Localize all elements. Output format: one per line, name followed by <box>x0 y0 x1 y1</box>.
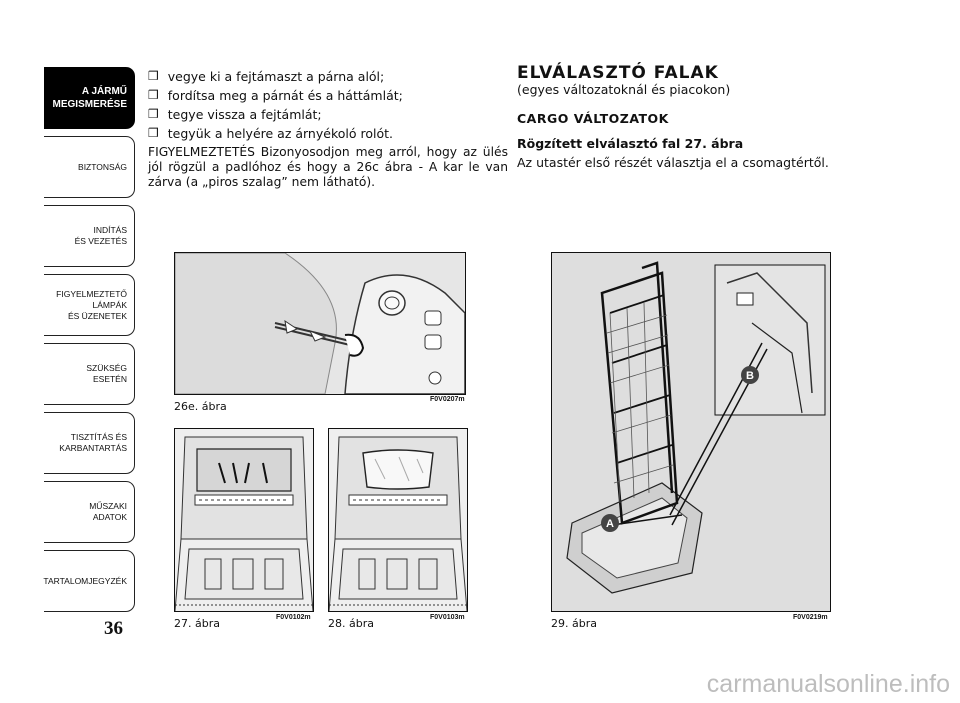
tab-maintenance[interactable]: TISZTÍTÁS ÉS KARBANTARTÁS <box>44 412 135 474</box>
callout-b-label: B <box>746 370 754 382</box>
checkbox-bullet-icon: ❒ <box>148 126 159 140</box>
tab-warning-lights[interactable]: FIGYELMEZTETŐ LÁMPÁK ÉS ÜZENETEK <box>44 274 135 336</box>
checkbox-bullet-icon: ❒ <box>148 88 159 102</box>
partition-mount-illustration: B A <box>552 253 830 611</box>
tab-vehicle-overview[interactable]: A JÁRMŰ MEGISMERÉSE <box>44 67 135 129</box>
figure-26e-caption: 26e. ábra <box>174 400 227 413</box>
figure-27-cargo-partition <box>174 428 314 612</box>
subheading: CARGO VÁLTOZATOK <box>517 111 669 126</box>
tab-index[interactable]: TARTALOMJEGYZÉK <box>43 550 135 612</box>
page-number: 36 <box>104 618 123 639</box>
callout-a-label: A <box>606 518 614 530</box>
figure-28-cargo-partition-window <box>328 428 468 612</box>
tab-technical-data[interactable]: MŰSZAKI ADATOK <box>44 481 135 543</box>
checkbox-bullet-icon: ❒ <box>148 107 159 121</box>
figure-29-code: F0V0219m <box>793 614 828 621</box>
section-title: ELVÁLASZTÓ FALAK <box>517 63 719 83</box>
paragraph: Az utastér első részét választja el a cs… <box>517 155 829 170</box>
tab-starting-driving[interactable]: INDÍTÁS ÉS VEZETÉS <box>44 205 135 267</box>
partition-window-illustration <box>329 429 467 611</box>
bullet-item: ❒tegye vissza a fejtámlát; <box>148 107 322 122</box>
bullet-item: ❒vegye ki a fejtámaszt a párna alól; <box>148 69 385 84</box>
seat-lever-illustration <box>175 253 465 394</box>
tab-emergency[interactable]: SZÜKSÉG ESETÉN <box>44 343 135 405</box>
tab-safety[interactable]: BIZTONSÁG <box>44 136 135 198</box>
figure-26e-code: F0V0207m <box>430 396 465 403</box>
bullet-item: ❒tegyük a helyére az árnyékoló rolót. <box>148 126 393 141</box>
checkbox-bullet-icon: ❒ <box>148 69 159 83</box>
figure-28-caption: 28. ábra <box>328 617 374 630</box>
left-text-column: ❒vegye ki a fejtámaszt a párna alól; ❒fo… <box>148 67 508 202</box>
section-subtitle: (egyes változatoknál és piacokon) <box>517 82 731 97</box>
figure-26e-seat-lever <box>174 252 466 395</box>
bold-line: Rögzített elválasztó fal 27. ábra <box>517 136 744 151</box>
partition-solid-illustration <box>175 429 313 611</box>
figure-27-code: F0V0102m <box>276 614 311 621</box>
figure-29-partition-mounting: B A <box>551 252 831 612</box>
figure-29-caption: 29. ábra <box>551 617 597 630</box>
warning-note: FIGYELMEZTETÉS Bizonyosodjon meg arról, … <box>148 145 508 189</box>
bullet-item: ❒fordítsa meg a párnát és a háttámlát; <box>148 88 403 103</box>
watermark: carmanualsonline.info <box>706 670 950 698</box>
figure-27-caption: 27. ábra <box>174 617 220 630</box>
figure-28-code: F0V0103m <box>430 614 465 621</box>
right-text-column: ELVÁLASZTÓ FALAK (egyes változatoknál és… <box>517 64 847 171</box>
